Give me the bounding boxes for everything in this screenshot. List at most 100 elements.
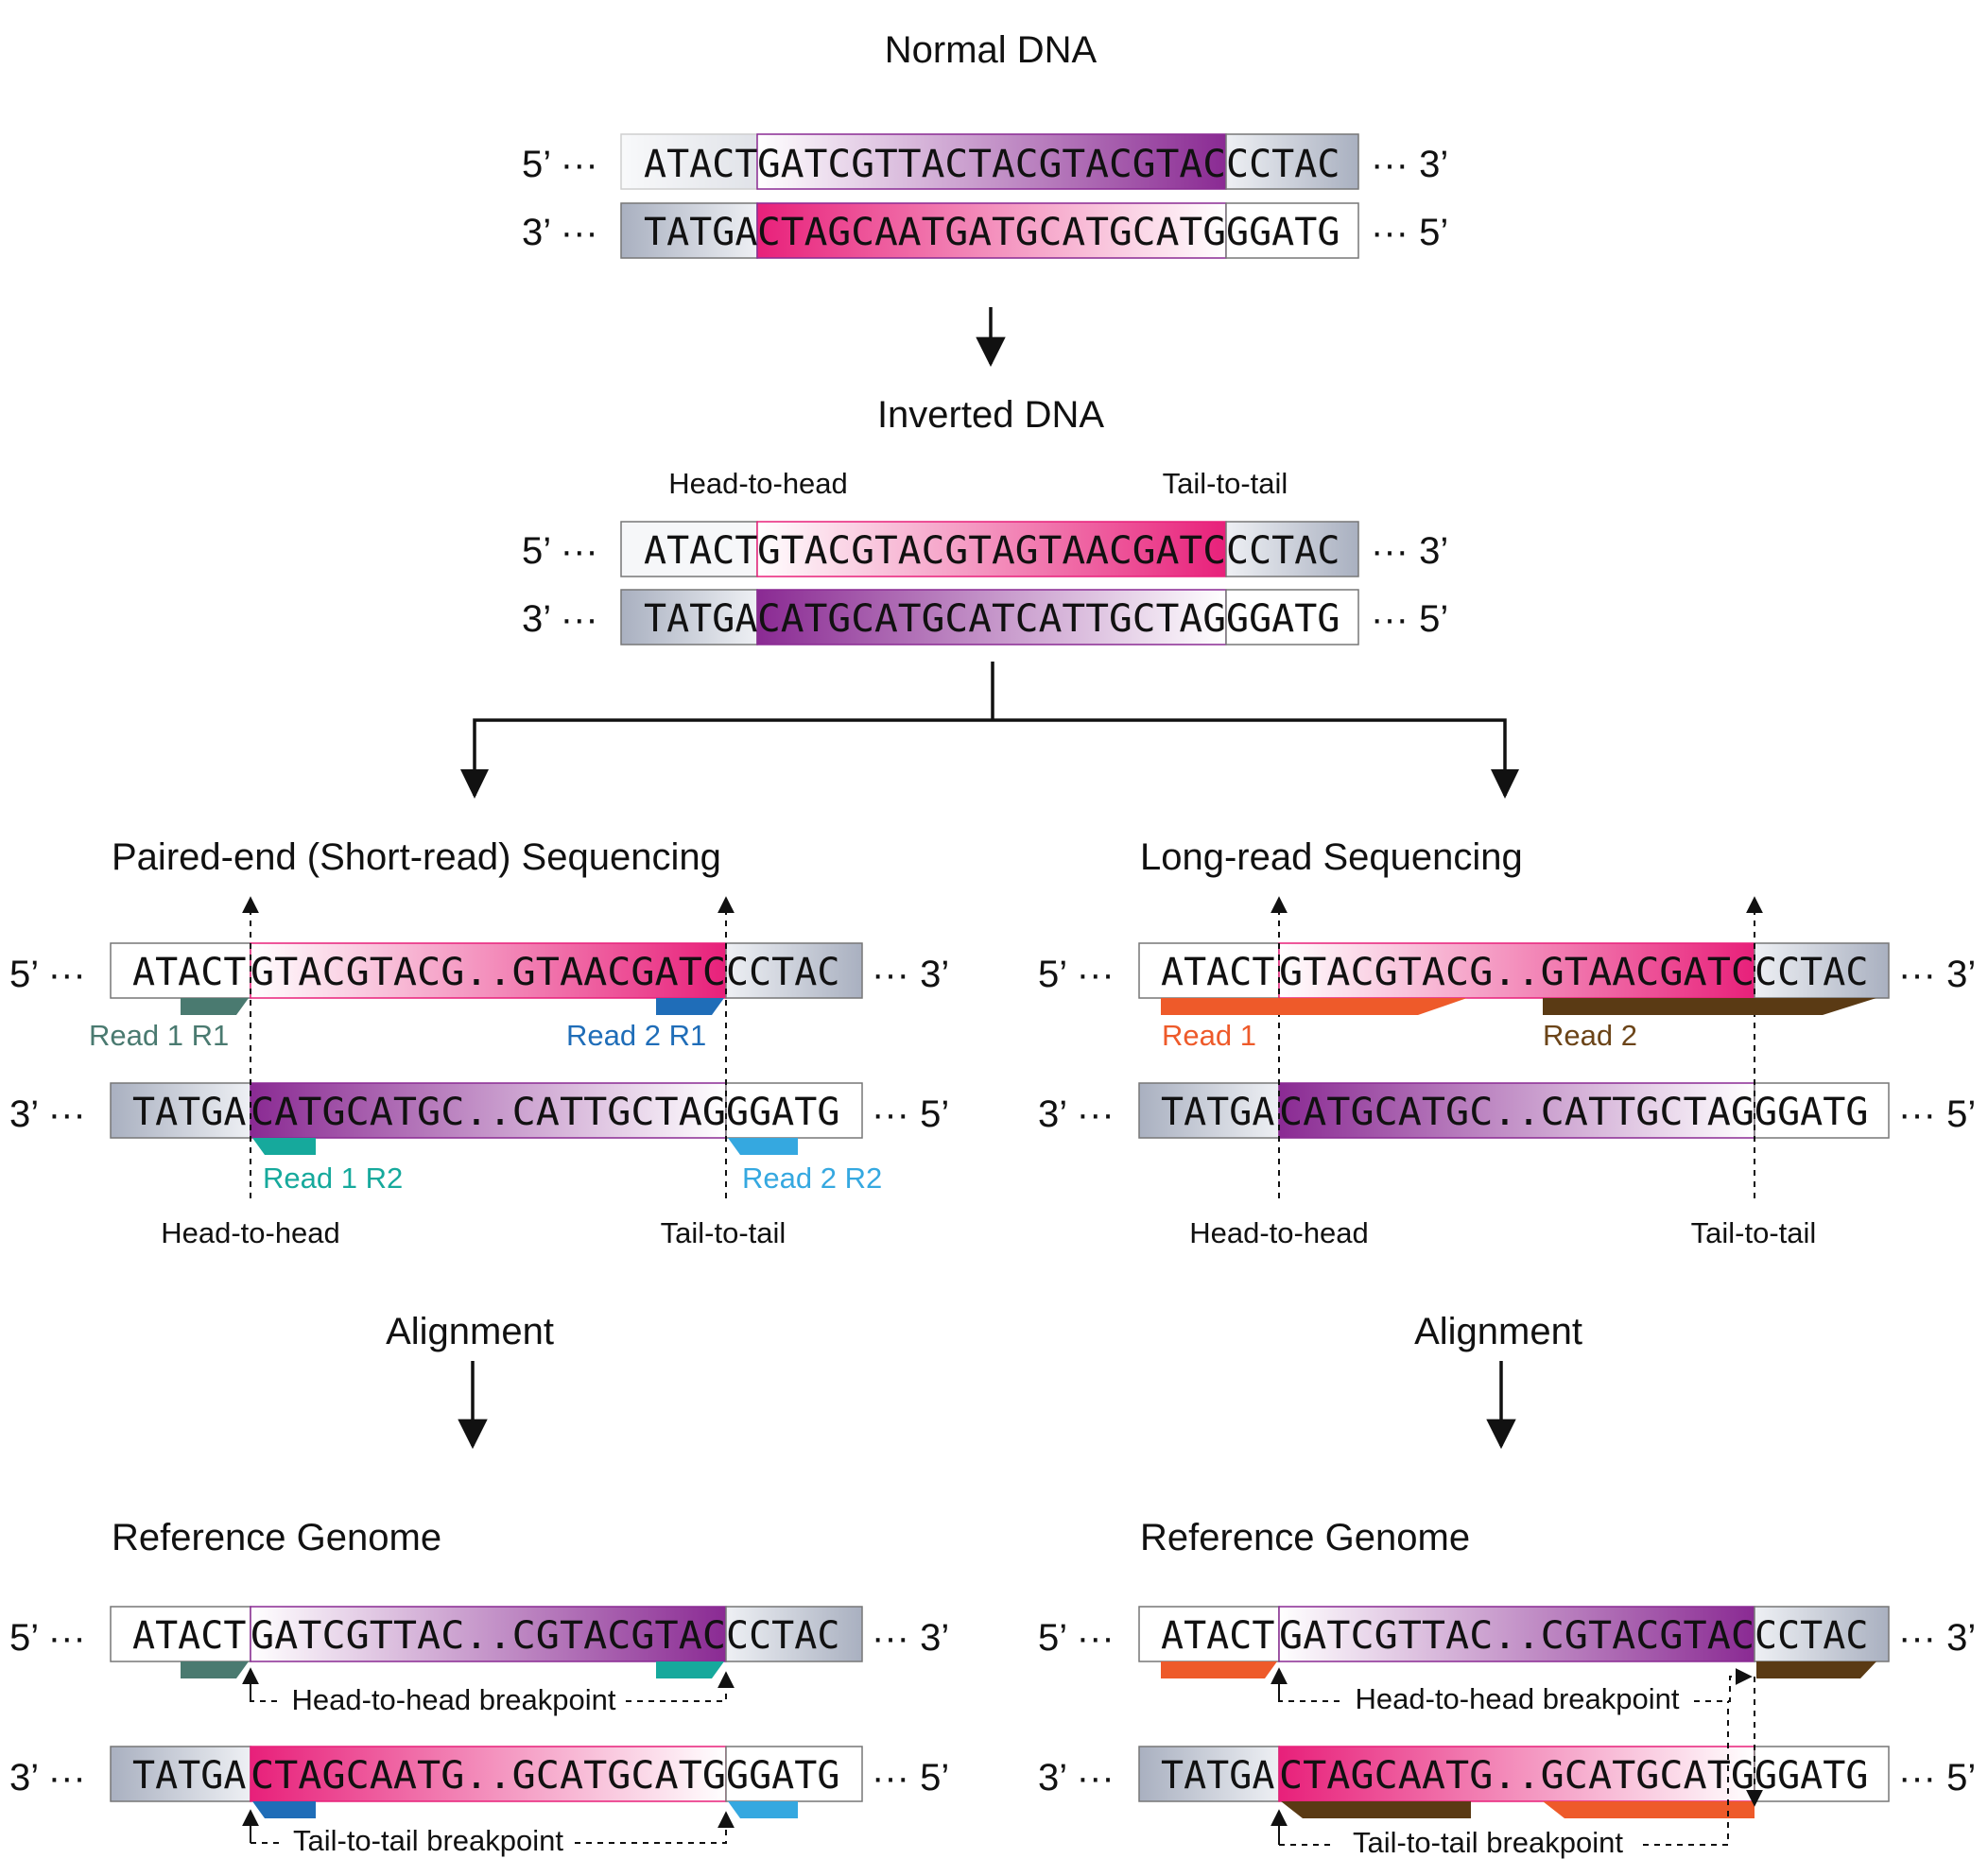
label-read1-r1: Read 1 R1 <box>89 1019 229 1052</box>
end-label: 5’ ··· <box>9 954 86 995</box>
end-label: ··· 3’ <box>872 1617 949 1659</box>
end-label: 5’ ··· <box>1038 1617 1115 1659</box>
seq-normal-top-mid: GATCGTTACTACGTACGTAC <box>757 143 1226 186</box>
label-tail-to-tail: Tail-to-tail <box>661 1216 787 1249</box>
label-read2-long: Read 2 <box>1543 1019 1637 1052</box>
read-bar-read1-r2 <box>252 1138 316 1155</box>
end-label: ··· 5’ <box>1898 1757 1976 1799</box>
seq-inv-top-left: ATACT <box>644 529 757 573</box>
branch-arrowhead-right <box>1491 769 1519 799</box>
read-bar-read2-r1 <box>252 1801 316 1818</box>
seq-ref-r-top-left: ATACT <box>1161 1614 1274 1658</box>
seq-lr-top-right: CCTAC <box>1755 951 1868 994</box>
read-bar-read1-r2 <box>656 1661 724 1678</box>
t2t-breakpoint-connector <box>251 1813 726 1844</box>
label-read2-r2: Read 2 R2 <box>742 1162 882 1195</box>
seq-sr-top-left: ATACT <box>132 951 246 994</box>
seq-ref-l-bot-mid: CTAGCAATG..GCATGCATG <box>251 1754 726 1798</box>
title-long-read: Long-read Sequencing <box>1140 836 1523 878</box>
seq-ref-r-bot-mid: CTAGCAATG..GCATGCATG <box>1279 1754 1755 1798</box>
read-bar-read2-long <box>1756 1661 1876 1678</box>
seq-ref-r-bot-left: TATGA <box>1161 1754 1274 1798</box>
branch-arrowhead-left <box>460 769 489 799</box>
seq-inv-top-right: CCTAC <box>1226 529 1340 573</box>
label-read2-r1: Read 2 R1 <box>566 1019 706 1052</box>
reference-right-panel: 5’ ··· ··· 3’ 3’ ··· ··· 5’ ATACT GATCGT… <box>1038 1606 1976 1859</box>
seq-sr-bot-right: GGATG <box>726 1091 839 1134</box>
title-reference-left: Reference Genome <box>112 1517 441 1558</box>
end-label: 5’ ··· <box>1038 954 1115 995</box>
seq-lr-bot-mid: CATGCATGC..CATTGCTAG <box>1279 1091 1755 1134</box>
title-short-read: Paired-end (Short-read) Sequencing <box>112 836 721 878</box>
seq-sr-top-mid: GTACGTACG..GTAACGATC <box>251 951 726 994</box>
read-bar-read2-long <box>1543 998 1876 1015</box>
seq-lr-top-left: ATACT <box>1161 951 1274 994</box>
seq-ref-r-bot-right: GGATG <box>1755 1754 1868 1798</box>
label-h2h-breakpoint: Head-to-head breakpoint <box>292 1683 616 1716</box>
inverted-dna-bottom-strand: TATGA CATGCATGCATCATTGCTAG GGATG <box>620 589 1359 645</box>
end-label: 5’ ··· <box>9 1617 86 1659</box>
end-label: ··· 5’ <box>1371 212 1448 253</box>
read-bar-read2-long <box>1281 1801 1471 1818</box>
branch-connector <box>473 662 1507 796</box>
label-h2h-breakpoint: Head-to-head breakpoint <box>1356 1682 1680 1715</box>
t2t-breakpoint-connector <box>1279 1701 1729 1846</box>
seq-inv-bot-mid: CATGCATGCATCATTGCTAG <box>757 597 1226 641</box>
label-head-to-head: Head-to-head <box>668 467 848 500</box>
seq-sr-top-right: CCTAC <box>726 951 839 994</box>
end-label: ··· 5’ <box>1371 598 1448 640</box>
seq-ref-l-top-right: CCTAC <box>726 1614 839 1658</box>
reference-left-panel: 5’ ··· ··· 3’ 3’ ··· ··· 5’ ATACT GATCGT… <box>9 1606 949 1857</box>
end-label: ··· 3’ <box>1898 1617 1976 1659</box>
end-label: ··· 3’ <box>1371 530 1448 572</box>
end-label: ··· 3’ <box>872 954 949 995</box>
label-t2t-breakpoint: Tail-to-tail breakpoint <box>293 1824 563 1857</box>
read-bar-read1-r1 <box>181 998 249 1015</box>
label-t2t-breakpoint: Tail-to-tail breakpoint <box>1353 1826 1623 1859</box>
end-label: 3’ ··· <box>1038 1093 1115 1135</box>
seq-normal-top-left: ATACT <box>644 143 757 186</box>
seq-inv-bot-right: GGATG <box>1226 597 1340 641</box>
seq-sr-bot-left: TATGA <box>132 1091 246 1134</box>
read-bar-read1-r1 <box>181 1661 249 1678</box>
end-label: 3’ ··· <box>9 1757 86 1799</box>
end-label: 3’ ··· <box>1038 1757 1115 1799</box>
title-inverted-dna: Inverted DNA <box>877 394 1104 436</box>
end-label: ··· 3’ <box>1371 144 1448 185</box>
seq-lr-bot-right: GGATG <box>1755 1091 1868 1134</box>
seq-sr-bot-mid: CATGCATGC..CATTGCTAG <box>251 1091 726 1134</box>
read-bar-read1-long <box>1161 1661 1277 1678</box>
label-tail-to-tail: Tail-to-tail <box>1691 1216 1817 1249</box>
title-reference-right: Reference Genome <box>1140 1517 1470 1558</box>
end-label: ··· 5’ <box>872 1757 949 1799</box>
end-label: 5’ ··· <box>522 530 598 572</box>
title-normal-dna: Normal DNA <box>885 29 1098 71</box>
seq-ref-l-top-mid: GATCGTTAC..CGTACGTAC <box>251 1614 726 1658</box>
read-bar-read2-r2 <box>728 1138 798 1155</box>
short-read-panel: 5’ ··· ··· 3’ 3’ ··· ··· 5’ ATACT GTACGT… <box>9 896 949 1249</box>
seq-ref-r-top-right: CCTAC <box>1755 1614 1868 1658</box>
label-head-to-head: Head-to-head <box>161 1216 340 1249</box>
label-read1-long: Read 1 <box>1162 1019 1256 1052</box>
long-read-panel: 5’ ··· ··· 3’ 3’ ··· ··· 5’ ATACT GTACGT… <box>1038 896 1976 1249</box>
label-read1-r2: Read 1 R2 <box>263 1162 403 1195</box>
end-label: 3’ ··· <box>522 212 598 253</box>
read-bar-read1-long <box>1161 998 1467 1015</box>
normal-dna-top-strand: ATACT GATCGTTACTACGTACGTAC CCTAC <box>620 133 1359 190</box>
label-tail-to-tail: Tail-to-tail <box>1163 467 1288 500</box>
title-alignment-right: Alignment <box>1414 1311 1582 1352</box>
seq-ref-l-bot-left: TATGA <box>132 1754 246 1798</box>
seq-normal-bot-left: TATGA <box>644 211 757 254</box>
label-head-to-head: Head-to-head <box>1189 1216 1369 1249</box>
inverted-dna-top-strand: ATACT GTACGTACGTAGTAACGATC CCTAC <box>620 521 1359 577</box>
seq-ref-r-top-mid: GATCGTTAC..CGTACGTAC <box>1279 1614 1755 1658</box>
end-label: 5’ ··· <box>522 144 598 185</box>
seq-lr-top-mid: GTACGTACG..GTAACGATC <box>1279 951 1755 994</box>
read-bar-read1-long <box>1543 1801 1755 1818</box>
seq-lr-bot-left: TATGA <box>1161 1091 1274 1134</box>
read-bar-read2-r1 <box>656 998 724 1015</box>
end-label: ··· 5’ <box>1898 1093 1976 1135</box>
end-label: ··· 5’ <box>872 1093 949 1135</box>
normal-dna-bottom-strand: TATGA CTAGCAATGATGCATGCATG GGATG <box>620 202 1359 259</box>
